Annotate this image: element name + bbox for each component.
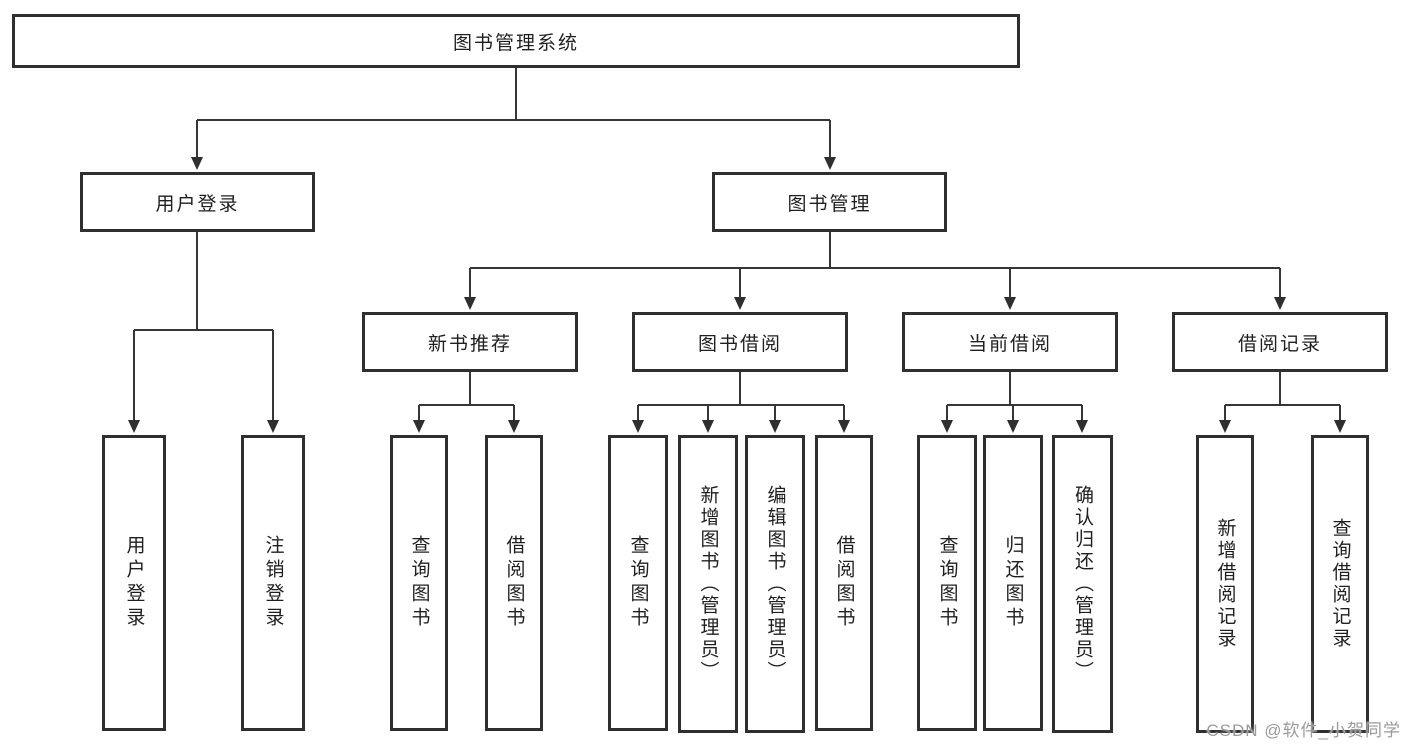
leaf-query-borrow-record-label: 查询借阅记录 [1329, 518, 1351, 650]
node-book-borrow: 图书借阅 [632, 312, 848, 372]
node-new-book-recommend: 新书推荐 [362, 312, 578, 372]
node-book-borrow-label: 图书借阅 [697, 333, 782, 355]
connector-lines [133, 68, 1341, 421]
leaf-add-book-admin-label: 新增图书（管理员） [697, 485, 719, 683]
arrowheads [128, 157, 1346, 433]
leaf-add-borrow-record-label: 新增借阅记录 [1214, 518, 1236, 650]
leaf-confirm-return-admin-label: 确认归还（管理员） [1072, 485, 1093, 683]
leaf-logout-label: 注销登录 [262, 535, 284, 631]
leaf-borrow-borrow-books-label: 借阅图书 [833, 535, 855, 631]
node-borrow-records-label: 借阅记录 [1237, 333, 1322, 355]
node-user-login-branch-label: 用户登录 [155, 193, 240, 215]
watermark: CSDN @软件_小贺同学 [1206, 721, 1401, 740]
leaf-borrow-query-books: 查询图书 [608, 435, 668, 731]
leaf-edit-book-admin: 编辑图书（管理员） [745, 435, 805, 733]
leaf-recommend-query-books-label: 查询图书 [408, 535, 430, 631]
node-current-borrow-label: 当前借阅 [967, 333, 1052, 355]
node-book-management: 图书管理 [712, 172, 947, 232]
leaf-edit-book-admin-label: 编辑图书（管理员） [764, 485, 786, 683]
leaf-return-books-label: 归还图书 [1002, 535, 1024, 631]
node-current-borrow: 当前借阅 [902, 312, 1118, 372]
leaf-query-borrow-record: 查询借阅记录 [1311, 435, 1369, 733]
leaf-add-borrow-record: 新增借阅记录 [1196, 435, 1254, 733]
node-book-management-label: 图书管理 [787, 193, 872, 215]
node-borrow-records: 借阅记录 [1172, 312, 1388, 372]
leaf-current-query-books: 查询图书 [917, 435, 977, 731]
leaf-return-books: 归还图书 [983, 435, 1043, 731]
node-root: 图书管理系统 [12, 14, 1020, 68]
leaf-user-login-label: 用户登录 [123, 535, 145, 631]
leaf-recommend-query-books: 查询图书 [390, 435, 448, 731]
leaf-recommend-borrow-books-label: 借阅图书 [503, 535, 525, 631]
leaf-confirm-return-admin: 确认归还（管理员） [1052, 435, 1113, 733]
leaf-borrow-borrow-books: 借阅图书 [815, 435, 873, 731]
node-new-book-recommend-label: 新书推荐 [427, 333, 512, 355]
leaf-add-book-admin: 新增图书（管理员） [678, 435, 738, 733]
leaf-borrow-query-books-label: 查询图书 [627, 535, 649, 631]
leaf-logout: 注销登录 [241, 435, 305, 731]
node-user-login-branch: 用户登录 [80, 172, 315, 232]
node-root-label: 图书管理系统 [452, 32, 579, 54]
leaf-current-query-books-label: 查询图书 [936, 535, 958, 631]
leaf-recommend-borrow-books: 借阅图书 [485, 435, 543, 731]
leaf-user-login: 用户登录 [102, 435, 166, 731]
